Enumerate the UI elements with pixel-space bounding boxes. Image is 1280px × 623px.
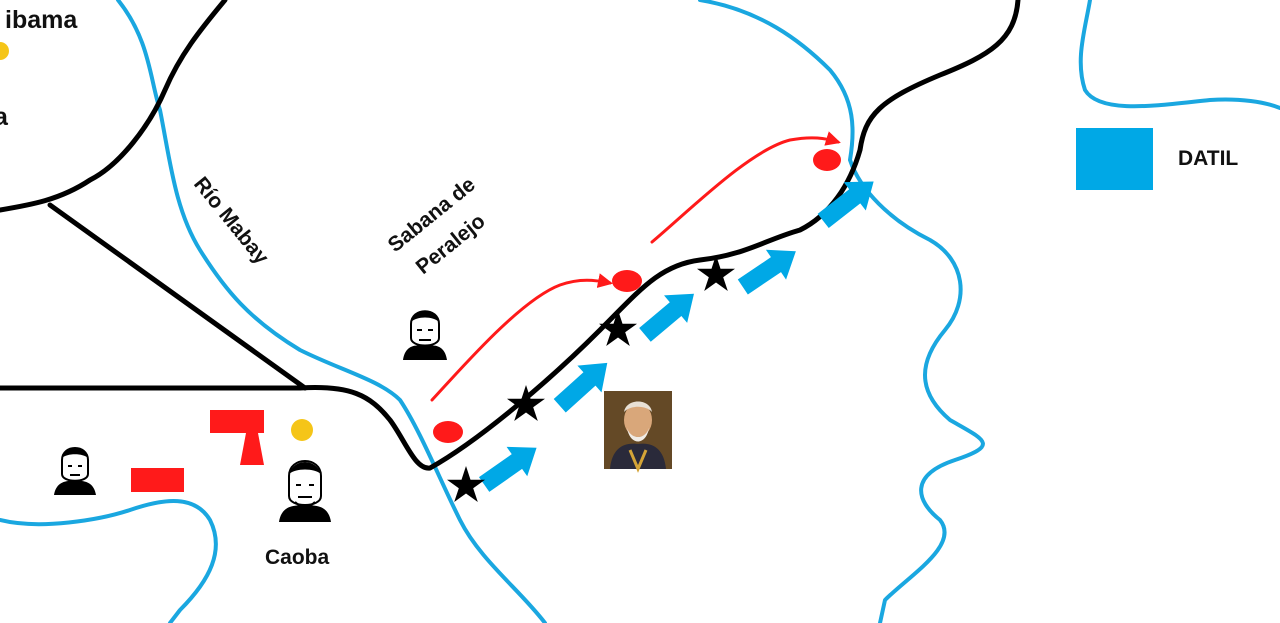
red-unit-oval-icon [612, 270, 642, 292]
red-flank-arrow-icon [650, 131, 841, 244]
river-east [698, 0, 985, 623]
road-northwest-a [0, 0, 228, 213]
red-unit-rect-icon [210, 410, 264, 433]
portrait-sketch-icon [54, 447, 96, 495]
road-northwest-b [47, 202, 308, 391]
portrait-photo-icon [604, 391, 672, 473]
battle-star-icon [447, 466, 485, 502]
river-far-east [1078, 0, 1280, 110]
label-left-partial: a [0, 103, 9, 131]
blue-advance-arrow-icon [553, 362, 608, 413]
blue-advance-arrow-icon [639, 293, 694, 342]
red-unit-rect-icon [131, 468, 184, 492]
portrait-sketch-icon [279, 460, 331, 522]
datil-square-icon [1076, 128, 1153, 190]
blue-advance-arrow-icon [817, 181, 874, 229]
portrait-sketch-icon [403, 310, 447, 360]
label-caoba: Caoba [265, 546, 330, 569]
battle-star-icon [697, 255, 735, 291]
red-flank-arrow-icon [430, 273, 613, 402]
battle-star-icon [507, 385, 545, 421]
blue-advance-arrow-icon [478, 446, 537, 492]
red-unit-oval-icon [433, 421, 463, 443]
blue-advance-arrow-icon [737, 249, 796, 295]
camp-dot-icon [0, 42, 9, 60]
red-unit-oval-icon [813, 149, 841, 171]
label-datil: DATIL [1178, 147, 1238, 170]
main-road [0, 0, 1021, 471]
label-top-left-partial: ibama [5, 6, 78, 34]
battle-star-icon [599, 310, 637, 346]
river-southwest [0, 499, 218, 623]
camp-dot-icon [291, 419, 313, 441]
red-unit-trapezoid-icon [240, 433, 264, 465]
river-mabay [116, 0, 547, 623]
